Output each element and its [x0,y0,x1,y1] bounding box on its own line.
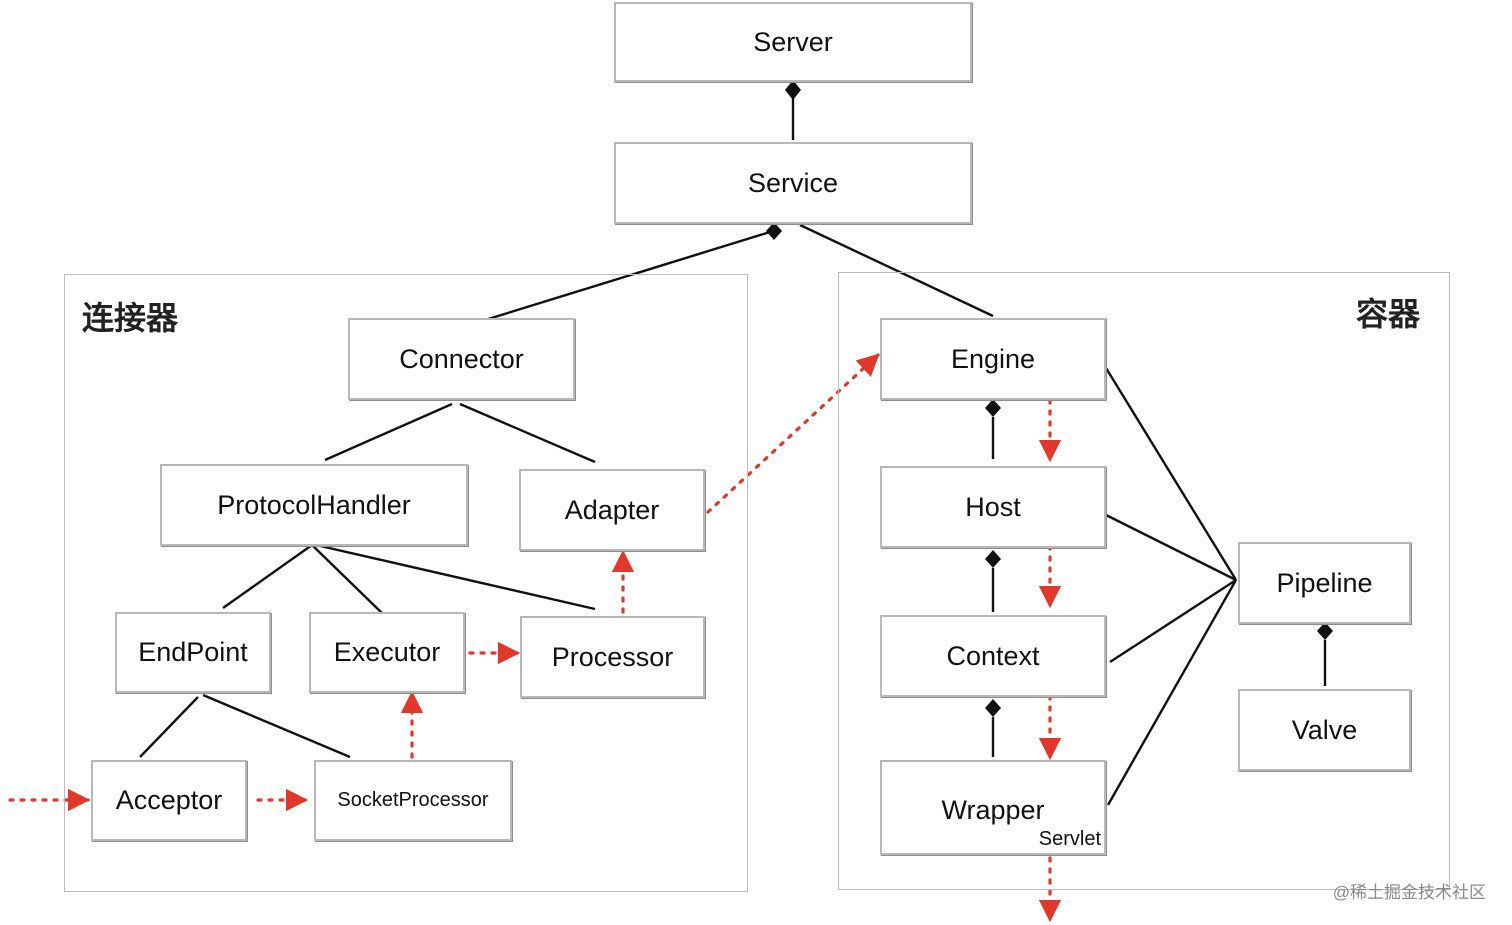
service-connector-link [484,230,771,322]
endpoint-node: EndPoint [115,612,271,693]
context-diamond [985,699,1001,717]
pipeline-node: Pipeline [1238,542,1411,624]
wrapper-label: Wrapper [941,795,1045,825]
composition-diamonds [766,80,1333,717]
processor-node: Processor [520,616,705,698]
endpoint-acceptor-link [139,696,199,758]
wrapper-pipeline-link [1106,579,1238,806]
engine-node: Engine [880,318,1106,400]
protocolhandler-executor-link [311,544,385,616]
server-diamond [785,80,801,100]
composition-lines [139,98,1327,806]
request-flow-arrows [8,353,1062,923]
valve-node: Valve [1238,689,1411,771]
server-node: Server [614,2,972,82]
endpoint-socketprocessor-link [202,693,351,759]
acceptor-node: Acceptor [91,760,247,841]
service-diamond [766,222,782,240]
engine-pipeline-link [1104,367,1238,581]
protocolhandler-node: ProtocolHandler [160,464,468,546]
context-node: Context [880,615,1106,697]
host-node: Host [880,466,1106,548]
connector-node: Connector [348,318,575,400]
context-pipeline-link [1109,578,1237,664]
host-pipeline-link [1105,513,1237,582]
watermark-text: @稀土掘金技术社区 [1332,883,1486,902]
wrapper-servlet-label: Servlet [1038,828,1101,850]
engine-diamond [985,399,1001,417]
connector-protocolhandler-link [324,402,453,462]
service-node: Service [614,142,972,224]
wrapper-node: Wrapper Servlet [880,760,1106,855]
executor-node: Executor [309,612,465,693]
connector-group-label: 连接器 [82,299,179,337]
adapter-node: Adapter [519,469,705,551]
protocolhandler-processor-link [315,543,596,611]
pipeline-diamond [1317,622,1333,640]
container-group-frame [838,272,1450,890]
host-diamond [985,550,1001,568]
protocolhandler-endpoint-link [222,544,313,609]
container-group-label: 容器 [1356,295,1421,333]
connector-group-frame [64,274,748,892]
socketprocessor-node: SocketProcessor [314,760,512,841]
service-engine-link [799,223,994,318]
connector-adapter-link [459,402,596,464]
